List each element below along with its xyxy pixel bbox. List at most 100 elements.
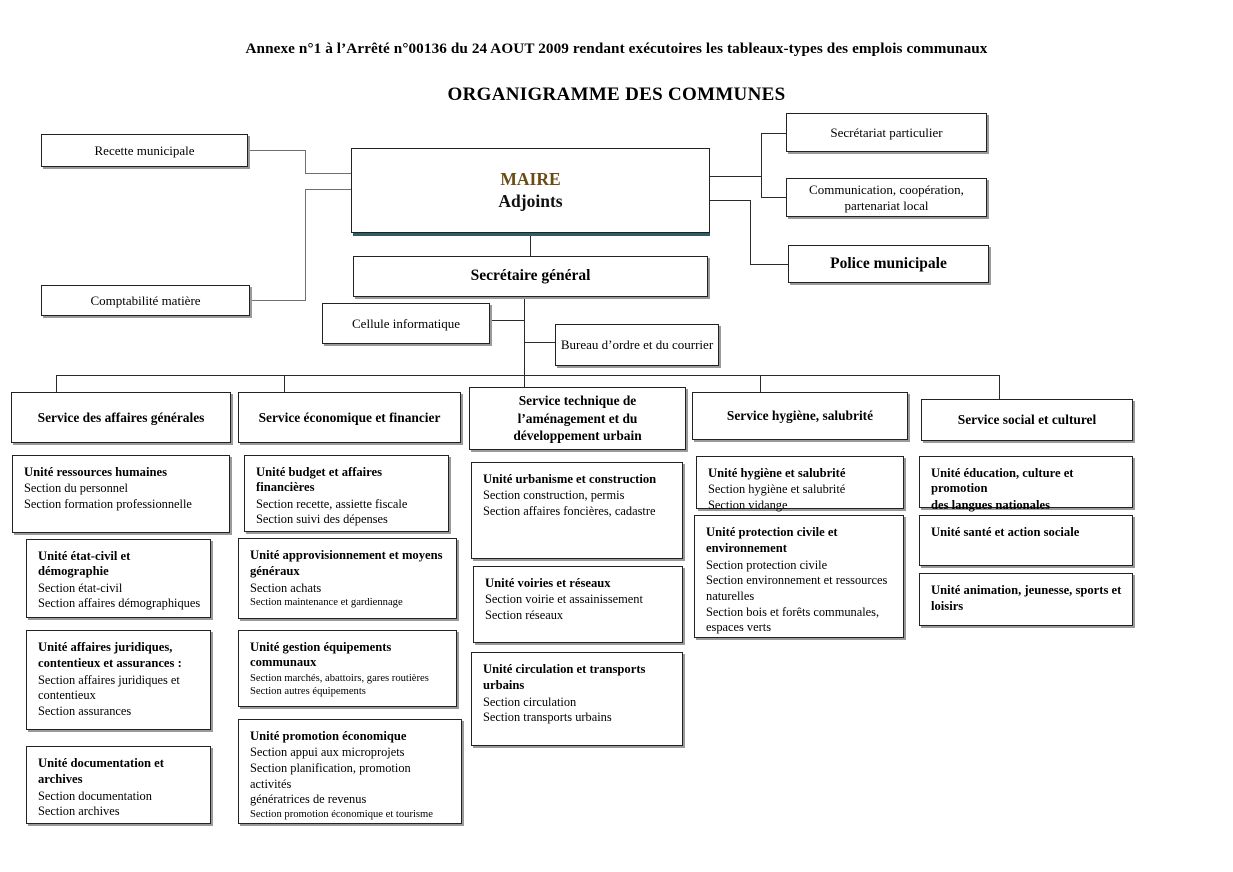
unit-voiries-reseaux[interactable]: Unité voiries et réseaux Section voirie …	[473, 566, 683, 643]
connector-maire-right-v	[761, 133, 763, 198]
unit-title: Unité éducation, culture et promotion	[931, 466, 1074, 496]
connector-maire-sg	[530, 233, 532, 256]
box-maire-adjoints[interactable]: MAIRE Adjoints	[351, 148, 710, 233]
service-title-affaires-generales: Service des affaires générales	[37, 409, 205, 425]
connector-sg-spine	[524, 297, 526, 376]
box-cellule-informatique[interactable]: Cellule informatique	[322, 303, 490, 344]
unit-section: Section vidange	[708, 497, 788, 512]
box-bureau-ordre-courrier[interactable]: Bureau d’ordre et du courrier	[555, 324, 719, 366]
unit-title: Unité ressources humaines	[24, 465, 167, 479]
connector-recette-h2	[305, 173, 352, 175]
unit-hygiene-salubrite[interactable]: Unité hygiène et salubrité Section hygiè…	[696, 456, 904, 512]
connector-secretariat-h	[761, 133, 786, 135]
unit-affaires-juridiques[interactable]: Unité affaires juridiques, contentieux e…	[26, 630, 211, 730]
unit-gestion-equipements-communaux[interactable]: Unité gestion équipements communaux Sect…	[238, 630, 457, 707]
unit-approvisionnement-moyens-generaux[interactable]: Unité approvisionnement et moyens généra…	[238, 538, 457, 619]
connector-comptabilite-v	[305, 189, 307, 301]
connector-recette-h1	[249, 150, 306, 152]
connector-maire-police-v	[750, 200, 752, 264]
unit-section: Section documentation	[38, 788, 152, 803]
unit-section: Section construction, permis	[483, 488, 625, 503]
unit-title: contentieux et assurances :	[38, 656, 182, 671]
connector-drop-service-4	[760, 375, 762, 393]
unit-etat-civil-demographie[interactable]: Unité état-civil et démographie Section …	[26, 539, 211, 618]
cellule-informatique-label: Cellule informatique	[352, 315, 460, 331]
box-communication-cooperation[interactable]: Communication, coopération, partenariat …	[786, 178, 987, 217]
unit-education-culture-langues[interactable]: Unité éducation, culture et promotion de…	[919, 456, 1133, 512]
box-secretariat-particulier[interactable]: Secrétariat particulier	[786, 113, 987, 152]
unit-budget-affaires-financieres[interactable]: Unité budget et affaires financières Sec…	[244, 455, 449, 532]
unit-title: Unité animation, jeunesse, sports et	[931, 583, 1122, 597]
service-header-social-culturel[interactable]: Service social et culturel	[921, 399, 1133, 441]
unit-title: archives	[38, 772, 83, 787]
annexe-title: Annexe n°1 à l’Arrêté n°00136 du 24 AOUT…	[245, 40, 988, 57]
police-municipale-label: Police municipale	[830, 254, 947, 272]
bureau-ordre-courrier-label: Bureau d’ordre et du courrier	[560, 337, 714, 353]
unit-section: Section bois et forêts communales,	[706, 604, 880, 619]
unit-title: Unité documentation et	[38, 756, 164, 770]
unit-title: Unité gestion équipements communaux	[250, 640, 392, 670]
service-header-economique-financier[interactable]: Service économique et financier	[238, 392, 461, 443]
unit-documentation-archives[interactable]: Unité documentation et archives Section …	[26, 746, 211, 824]
unit-title: loisirs	[931, 599, 964, 614]
unit-section: Section assurances	[38, 703, 132, 718]
service-title-line1: Service technique de	[518, 392, 637, 408]
unit-section: Section appui aux microprojets	[250, 745, 405, 760]
unit-section: Section voirie et assainissement	[485, 592, 643, 607]
unit-section: Section protection civile	[706, 557, 828, 572]
communication-label-line2: partenariat local	[844, 197, 929, 213]
box-comptabilite-matiere[interactable]: Comptabilité matière	[41, 285, 250, 316]
connector-drop-service-3	[524, 375, 526, 393]
communication-label-line1: Communication, coopération,	[809, 182, 964, 198]
page-title: ORGANIGRAMME DES COMMUNES	[447, 84, 786, 105]
unit-promotion-economique[interactable]: Unité promotion économique Section appui…	[238, 719, 462, 824]
connector-cellule-h	[490, 320, 525, 322]
service-header-technique-amenagement[interactable]: Service technique de l’aménagement et du…	[469, 387, 686, 450]
service-header-affaires-generales[interactable]: Service des affaires générales	[11, 392, 231, 443]
unit-title: Unité budget et affaires financières	[256, 465, 383, 495]
unit-section: Section état-civil	[38, 580, 123, 595]
unit-urbanisme-construction[interactable]: Unité urbanisme et construction Section …	[471, 462, 683, 559]
connector-maire-right-h	[710, 176, 762, 178]
unit-ressources-humaines[interactable]: Unité ressources humaines Section du per…	[12, 455, 230, 533]
unit-sante-action-sociale[interactable]: Unité santé et action sociale	[919, 515, 1133, 566]
unit-circulation-transports-urbains[interactable]: Unité circulation et transports urbains …	[471, 652, 683, 746]
unit-title: Unité hygiène et salubrité	[708, 466, 846, 480]
connector-drop-service-1	[56, 375, 58, 393]
box-recette-municipale[interactable]: Recette municipale	[41, 134, 248, 167]
unit-section: génératrices de revenus	[250, 792, 367, 807]
service-title-social-culturel: Service social et culturel	[957, 412, 1097, 428]
connector-police-h2	[750, 264, 788, 266]
unit-section: Section environnement et ressources	[706, 573, 888, 588]
box-police-municipale[interactable]: Police municipale	[788, 245, 989, 283]
unit-title: environnement	[706, 541, 787, 556]
unit-protection-civile-environnement[interactable]: Unité protection civile et environnement…	[694, 515, 904, 638]
communication-label-group: Communication, coopération, partenariat …	[809, 182, 964, 213]
box-secretaire-general[interactable]: Secrétaire général	[353, 256, 708, 297]
unit-section: Section planification, promotion activit…	[250, 760, 411, 791]
unit-section: Section transports urbains	[483, 710, 612, 725]
unit-title: Unité promotion économique	[250, 729, 407, 743]
unit-section: naturelles	[706, 588, 755, 603]
connector-bureau-h	[524, 342, 556, 344]
connector-drop-service-2	[284, 375, 286, 393]
connector-comptabilite-h2	[305, 189, 352, 191]
unit-title: Unité voiries et réseaux	[485, 576, 611, 590]
service-header-hygiene-salubrite[interactable]: Service hygiène, salubrité	[692, 392, 908, 440]
connector-drop-service-5	[999, 375, 1001, 399]
recette-municipale-label: Recette municipale	[94, 142, 195, 158]
unit-title: des langues nationales	[931, 497, 1050, 512]
unit-title: Unité protection civile et	[706, 525, 838, 539]
unit-title: Unité santé et action sociale	[931, 525, 1080, 539]
unit-section: Section réseaux	[485, 607, 564, 622]
unit-animation-jeunesse-sports-loisirs[interactable]: Unité animation, jeunesse, sports et loi…	[919, 573, 1133, 626]
unit-section: Section circulation	[483, 694, 577, 709]
service-title-line3: développement urbain	[513, 428, 642, 444]
connector-communication-h	[761, 197, 786, 199]
unit-title: Unité urbanisme et construction	[483, 472, 657, 486]
unit-title: urbains	[483, 678, 525, 693]
unit-section: Section autres équipements	[250, 686, 366, 698]
unit-section: Section affaires démographiques	[38, 596, 201, 611]
unit-section: Section du personnel	[24, 481, 128, 496]
